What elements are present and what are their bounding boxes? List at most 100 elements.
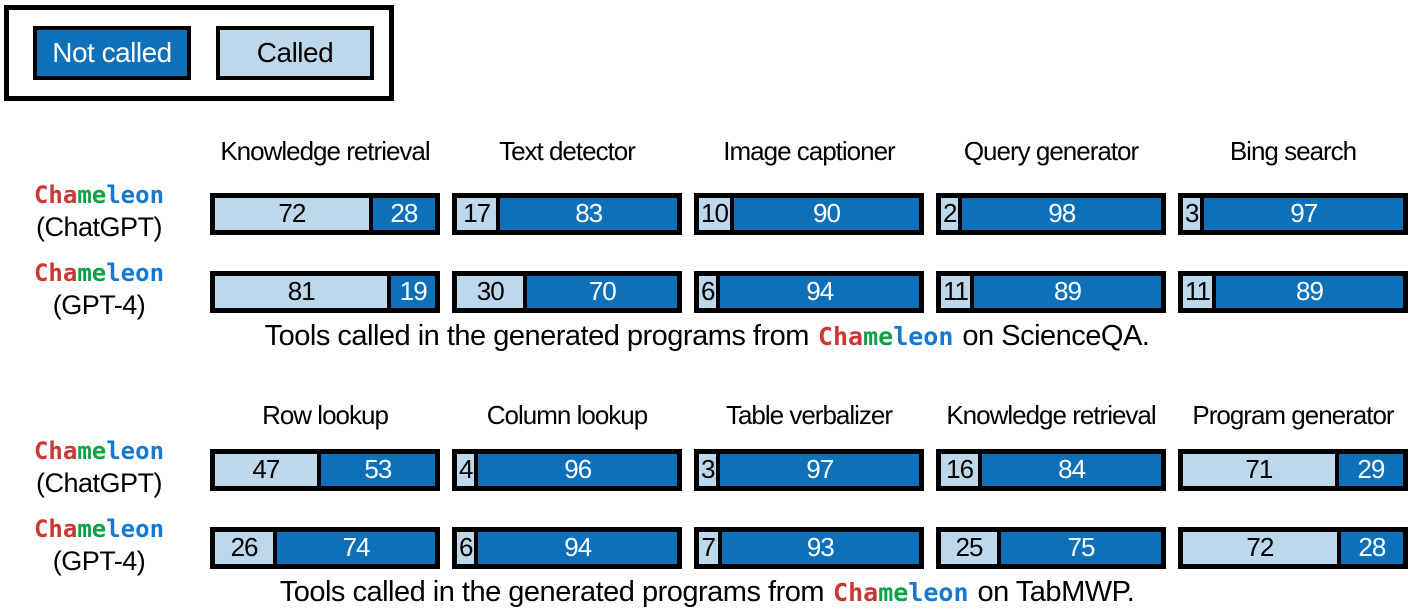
segment-called-value: 30 — [476, 276, 505, 306]
segment-called: 3 — [697, 451, 719, 488]
segment-called-value: 26 — [230, 532, 259, 562]
segment-called-value: 71 — [1245, 454, 1273, 484]
segment-called: 3 — [1181, 195, 1203, 232]
tool-header: Table verbalizer — [725, 400, 893, 430]
segment-called: 10 — [697, 195, 732, 232]
segment-not-called-value: 94 — [564, 532, 592, 562]
chameleon-logo-part-red: Cha — [33, 181, 78, 209]
segment-called-value: 3 — [701, 454, 716, 484]
segment-called: 81 — [213, 273, 390, 310]
chameleon-logo-part-green: me — [878, 578, 909, 607]
segment-not-called: 74 — [275, 529, 437, 566]
segment-called: 11 — [939, 273, 972, 310]
segment-not-called-value: 53 — [364, 454, 392, 484]
stacked-bar: 25 75 — [936, 526, 1166, 569]
row-label: Chameleon(ChatGPT) — [0, 437, 198, 502]
segment-not-called: 93 — [719, 529, 921, 566]
segment-not-called: 29 — [1336, 451, 1405, 488]
row-label-model: (ChatGPT) — [35, 212, 163, 242]
segment-called-value: 16 — [946, 454, 974, 484]
section-caption: Tools called in the generated programs f… — [0, 576, 1414, 609]
segment-not-called: 96 — [476, 451, 679, 488]
legend-label-called: Called — [256, 37, 334, 68]
segment-called-value: 11 — [943, 276, 969, 306]
segment-not-called-value: 75 — [1067, 532, 1096, 562]
stacked-bar: 71 29 — [1178, 448, 1408, 491]
segment-called: 6 — [697, 273, 719, 310]
segment-not-called: 97 — [718, 451, 921, 488]
caption-prefix: Tools called in the generated programs f… — [264, 320, 810, 352]
segment-not-called: 84 — [980, 451, 1163, 488]
tool-header: Column lookup — [486, 400, 648, 430]
segment-not-called-value: 83 — [575, 198, 603, 228]
chameleon-logo-part-green: me — [77, 181, 107, 209]
segment-called: 26 — [213, 529, 276, 566]
segment-called: 7 — [697, 529, 720, 566]
caption-prefix: Tools called in the generated programs f… — [279, 576, 825, 608]
segment-not-called: 70 — [525, 273, 679, 310]
row-label-model: (GPT-4) — [52, 290, 146, 320]
segment-not-called-value: 74 — [342, 532, 371, 562]
segment-called-value: 47 — [252, 454, 280, 484]
segment-called-value: 6 — [701, 276, 716, 306]
legend-label-not-called: Not called — [52, 37, 172, 68]
chameleon-logo: Chameleon — [34, 259, 164, 287]
stacked-bar: 30 70 — [452, 270, 682, 313]
stacked-bar: 47 53 — [210, 448, 440, 491]
segment-called-value: 7 — [701, 532, 717, 562]
section-scienceqa: Knowledge retrieval Text detector Image ca… — [0, 134, 1414, 353]
segment-not-called: 28 — [1338, 529, 1405, 566]
segment-not-called-value: 97 — [806, 454, 834, 484]
segment-called: 25 — [939, 529, 999, 566]
chameleon-logo: Chameleon — [34, 181, 164, 209]
segment-called-value: 10 — [701, 198, 729, 228]
chameleon-logo-part-green: me — [863, 322, 894, 351]
segment-not-called-value: 28 — [390, 198, 418, 228]
segment-not-called: 75 — [999, 529, 1163, 566]
segment-called-value: 72 — [278, 198, 306, 228]
segment-called-value: 81 — [287, 276, 316, 306]
segment-not-called-value: 70 — [588, 276, 617, 306]
segment-called-value: 2 — [943, 198, 958, 228]
tool-header: Image captioner — [723, 136, 895, 166]
legend-swatch-not-called: Not called — [33, 26, 191, 80]
column-headers: Row lookup Column lookup Table verbalizer K… — [0, 398, 1414, 432]
chameleon-logo: Chameleon — [833, 578, 968, 607]
segment-called: 47 — [213, 451, 319, 488]
segment-not-called-value: 28 — [1358, 532, 1386, 562]
segment-called: 71 — [1181, 451, 1337, 488]
segment-called-value: 17 — [463, 198, 491, 228]
tool-header: Knowledge retrieval — [220, 136, 430, 166]
chameleon-logo-part-blue: leon — [908, 578, 969, 607]
row-label: Chameleon(GPT-4) — [0, 515, 198, 580]
segment-called-value: 4 — [459, 454, 474, 484]
segment-called-value: 72 — [1246, 532, 1274, 562]
row-label: Chameleon (ChatGPT) — [0, 181, 198, 246]
segment-called: 16 — [939, 451, 981, 488]
segment-called: 2 — [939, 195, 961, 232]
tool-header: Row lookup — [262, 400, 389, 430]
segment-not-called: 89 — [1214, 273, 1405, 310]
row-label-model: (ChatGPT) — [35, 468, 163, 498]
chameleon-logo-part-red: Cha — [33, 437, 78, 465]
row-label-model: (GPT-4) — [52, 546, 146, 576]
tool-header: Knowledge retrieval — [946, 400, 1156, 430]
segment-called: 4 — [455, 451, 477, 488]
tool-header: Text detector — [499, 136, 636, 166]
segment-not-called-value: 29 — [1357, 454, 1385, 484]
segment-called: 6 — [455, 529, 477, 566]
chameleon-logo-part-green: me — [77, 437, 107, 465]
chameleon-logo: Chameleon — [818, 322, 953, 351]
segment-not-called: 89 — [972, 273, 1163, 310]
section-tabmwp: Row lookup Column lookup Table verbalizer K… — [0, 398, 1414, 609]
